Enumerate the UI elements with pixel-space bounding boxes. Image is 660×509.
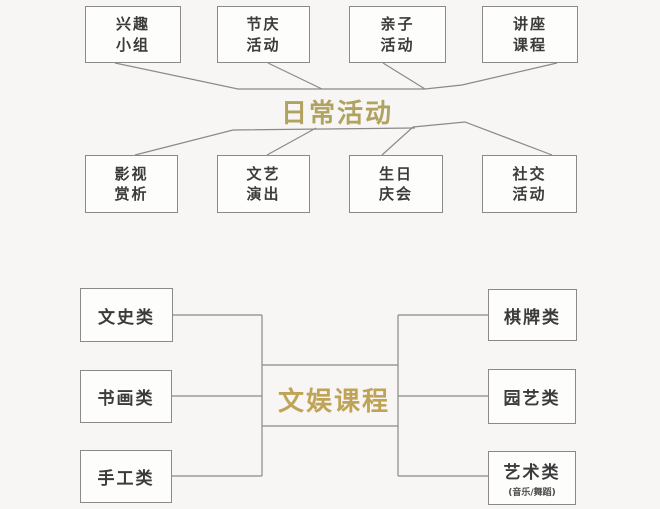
node-label: 艺术类 [503, 463, 561, 483]
node-arts: 艺术类 (音乐/舞蹈) [488, 451, 576, 505]
node-label: 影视 [114, 164, 149, 183]
node-label: 赏析 [114, 185, 149, 203]
node-label: 节庆 [246, 15, 281, 34]
node-label: 手工类 [97, 469, 155, 489]
node-handicraft: 手工类 [80, 450, 172, 503]
node-label: 文史类 [98, 307, 155, 328]
node-label: 书画类 [97, 389, 155, 409]
node-label: 园艺类 [503, 389, 561, 409]
node-label: 亲子 [380, 15, 415, 34]
node-social-activities: 社交 活动 [482, 155, 577, 213]
node-literature-history: 文史类 [80, 288, 173, 342]
node-label: 庆会 [378, 185, 413, 203]
node-gardening: 园艺类 [488, 369, 576, 424]
node-festival-activities: 节庆 活动 [217, 6, 310, 63]
node-sublabel: (音乐/舞蹈) [508, 488, 556, 498]
node-label: 活动 [380, 35, 415, 54]
node-chess-cards: 棋牌类 [488, 289, 577, 341]
node-label: 棋牌类 [504, 307, 561, 328]
node-label: 生日 [378, 164, 413, 183]
culture-courses-title: 文娱课程 [278, 387, 391, 417]
node-label: 社交 [512, 164, 547, 183]
node-label: 演出 [246, 185, 281, 203]
node-label: 兴趣 [115, 15, 150, 34]
node-calligraphy-painting: 书画类 [80, 370, 172, 423]
node-label: 讲座 [512, 15, 547, 34]
node-film-appreciation: 影视 赏析 [85, 155, 178, 213]
node-interest-groups: 兴趣 小组 [85, 6, 181, 63]
node-label: 活动 [246, 35, 281, 54]
node-art-performances: 文艺 演出 [217, 155, 310, 213]
node-label: 活动 [512, 185, 547, 203]
daily-activities-title: 日常活动 [281, 99, 394, 129]
node-birthday-celebrations: 生日 庆会 [349, 155, 443, 213]
node-lecture-courses: 讲座 课程 [482, 6, 578, 63]
node-label: 小组 [115, 35, 150, 54]
node-label: 文艺 [246, 164, 281, 183]
node-label: 课程 [512, 35, 547, 54]
node-parent-child-activities: 亲子 活动 [349, 6, 446, 63]
